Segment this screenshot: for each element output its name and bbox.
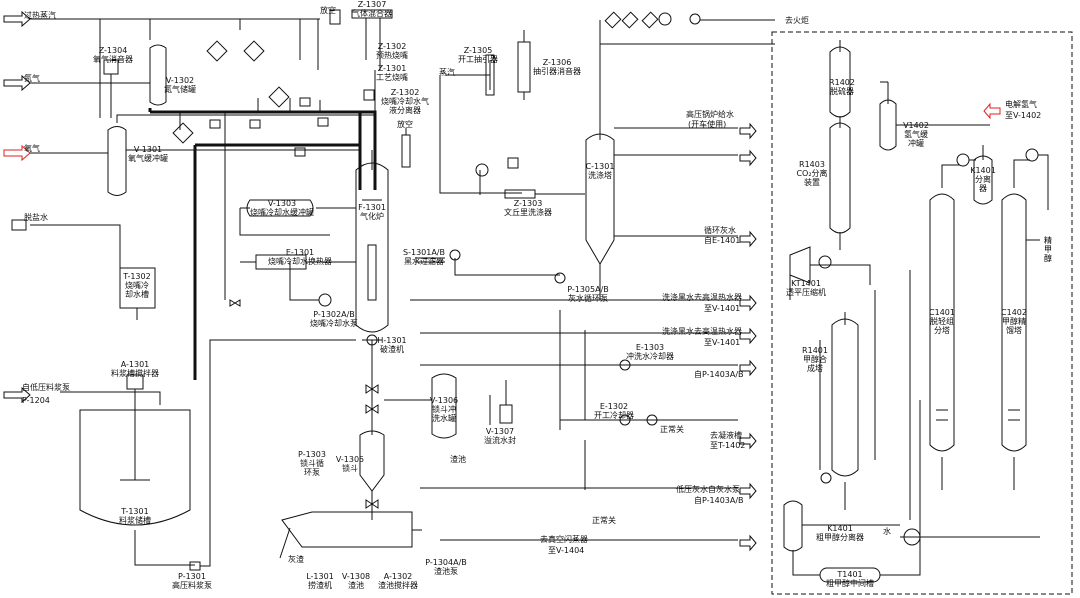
- to-v1404-label: 至V-1404: [548, 546, 585, 555]
- normal-close-1-label: 正常关: [660, 425, 684, 434]
- to-flare-label: 去火炬: [785, 16, 809, 25]
- oxygen-label: 氧气: [24, 144, 40, 153]
- from-low-pressure-label: 自低压料浆泵: [22, 383, 70, 392]
- from-p1403b-label: 自P-1403A/B: [694, 496, 744, 505]
- to-condensate-label: 去凝液槽: [710, 431, 742, 440]
- to-v1401-1-label: 至V-1401: [704, 304, 741, 313]
- ash-slag-label: 灰渣: [288, 555, 304, 564]
- to-v1402-label: 至V-1402: [1005, 111, 1042, 120]
- water-label: 水: [883, 527, 891, 536]
- p1204-label: P-1204: [22, 396, 50, 405]
- to-flash-label: 去真空闪蒸器: [540, 535, 588, 544]
- overheat-steam-label: 过热蒸汽: [24, 11, 56, 20]
- vent-mid-label: 放空: [397, 120, 413, 129]
- startup-use-label: (开车使用): [688, 120, 727, 129]
- inlet-arrows: [3, 10, 31, 404]
- electrolytic-h2-label: 电解氢气: [1005, 100, 1037, 109]
- nitrogen-label: 氮气: [24, 74, 40, 83]
- steam-label: 蒸汽: [439, 68, 455, 77]
- methanol-product-label: 精甲醇: [1044, 236, 1052, 263]
- desalted-water-label: 脱盐水: [24, 213, 48, 222]
- circ-ash-water-label: 循环灰水: [704, 226, 736, 235]
- low-pressure-ash-label: 低压灰水自灰水泵: [676, 485, 740, 494]
- top-instruments: [172, 9, 375, 157]
- normal-close-2-label: 正常关: [592, 516, 616, 525]
- slag-outlet-label: 渣池: [450, 455, 466, 464]
- to-t1402-label: 至T-1402: [710, 441, 746, 450]
- from-e1401-label: 自E-1401: [704, 236, 741, 245]
- to-v1401-2-label: 至V-1401: [704, 338, 741, 347]
- black-water-1-label: 洗涤黑水去高温热水器: [662, 293, 742, 302]
- black-water-2-label: 洗涤黑水去高温热水器: [662, 327, 742, 336]
- from-p1403-label: 自P-1403A/B: [694, 370, 744, 379]
- hp-boiler-water-label: 高压锅炉给水: [686, 110, 734, 119]
- vent-top-label: 放空: [320, 6, 336, 15]
